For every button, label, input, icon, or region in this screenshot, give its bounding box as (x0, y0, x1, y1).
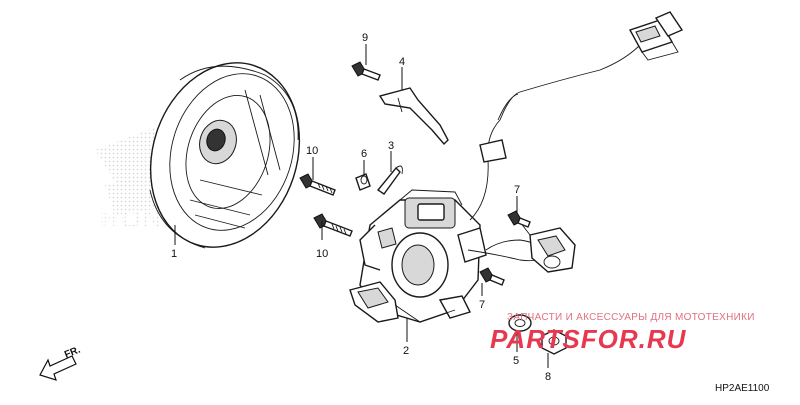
front-arrow-icon (39, 355, 77, 381)
wire-clamp-4 (378, 87, 449, 146)
pulse-generator (519, 221, 576, 273)
callout-9: 9 (362, 32, 368, 44)
bolt-7-lower (479, 267, 505, 286)
flywheel-rotor (149, 62, 301, 249)
callout-4: 4 (399, 56, 405, 68)
bolt-9 (351, 61, 381, 81)
harness-connector (628, 11, 684, 61)
bolt-10-upper (299, 173, 336, 196)
front-direction-label: FR. (63, 344, 82, 360)
wire-clip-3 (376, 165, 403, 195)
bolt-10-lower (313, 213, 353, 237)
callout-2: 2 (403, 345, 409, 357)
front-direction-indicator: FR. (39, 344, 82, 381)
leader-lines (174, 44, 549, 368)
bolt-7-upper (507, 210, 531, 228)
callout-6: 6 (361, 148, 367, 160)
stator-assembly (349, 189, 487, 323)
callout-labels: 1 2 3 4 5 6 7 7 8 9 10 10 (171, 32, 551, 383)
callout-1: 1 (171, 248, 177, 260)
washer-5 (508, 314, 532, 332)
callout-10-upper: 10 (306, 145, 318, 157)
diagram-code: HP2AE1100 (715, 383, 770, 394)
watermark-brand: PARTSFOR.RU (490, 324, 687, 354)
callout-3: 3 (388, 140, 394, 152)
callout-7-upper: 7 (514, 184, 520, 196)
callout-7-lower: 7 (479, 299, 485, 311)
callout-5: 5 (513, 355, 519, 367)
collar-6 (355, 173, 371, 191)
nut-8 (541, 329, 567, 355)
wiring-harness (467, 44, 641, 262)
callout-10-lower: 10 (316, 248, 328, 260)
callout-8: 8 (545, 371, 551, 383)
watermark-tagline: ЗАПЧАСТИ И АКСЕССУАРЫ ДЛЯ МОТОТЕХНИКИ (507, 312, 755, 323)
site-watermark: ЗАПЧАСТИ И АКСЕССУАРЫ ДЛЯ МОТОТЕХНИКИ PA… (490, 312, 755, 354)
